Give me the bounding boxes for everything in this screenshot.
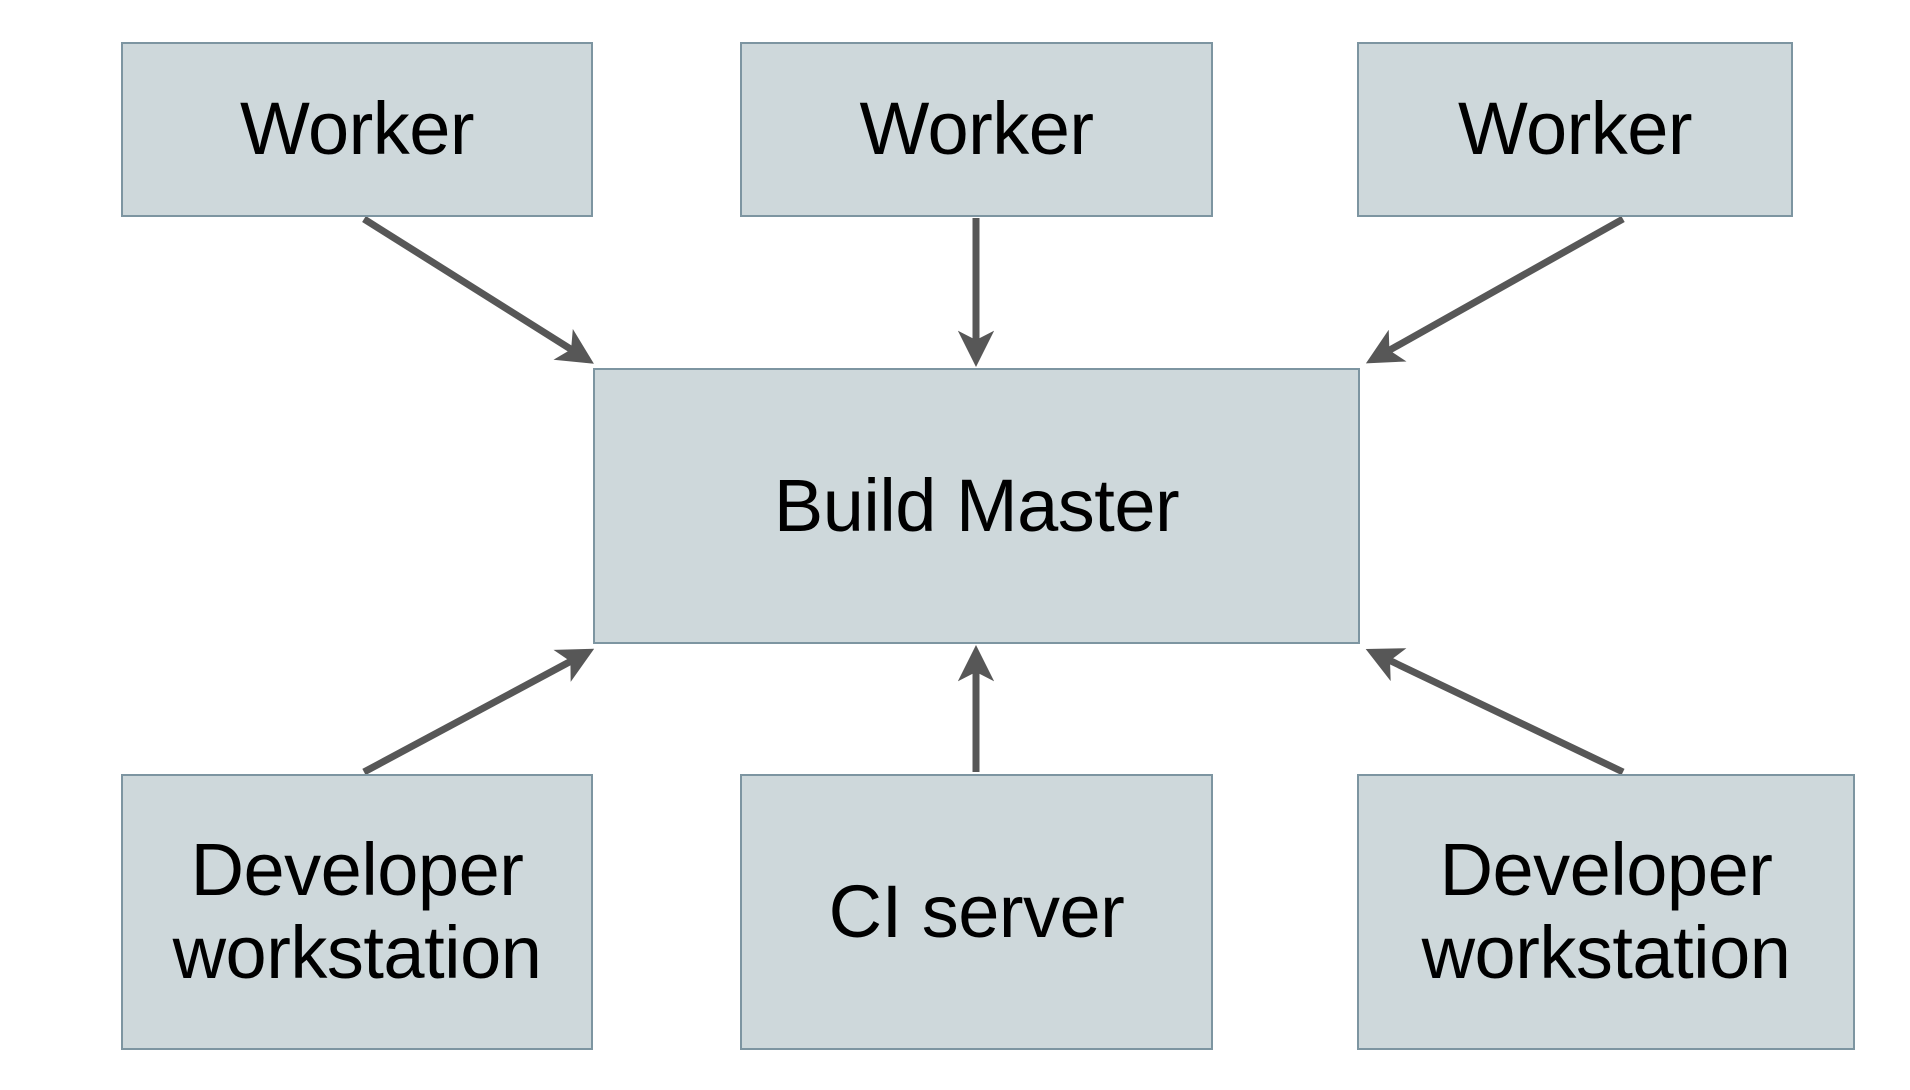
edge-worker-1-to-master: [362, 216, 594, 364]
node-build-master[interactable]: Build Master: [593, 368, 1360, 644]
edge-dev-ws-left-to-master: [362, 648, 595, 776]
node-build-master-label: Build Master: [773, 463, 1180, 547]
node-developer-workstation-right-label: Developer workstation: [1421, 828, 1791, 994]
node-ci-server-label: CI server: [828, 869, 1125, 953]
node-ci-server[interactable]: CI server: [740, 774, 1213, 1050]
node-developer-workstation-left[interactable]: Developer workstation: [121, 774, 593, 1050]
node-worker-1-label: Worker: [239, 87, 475, 171]
node-worker-1[interactable]: Worker: [121, 42, 593, 217]
edge-dev-ws-right-to-master: [1365, 648, 1625, 776]
node-developer-workstation-left-label: Developer workstation: [172, 828, 542, 994]
node-worker-2[interactable]: Worker: [740, 42, 1213, 217]
node-worker-3-label: Worker: [1457, 87, 1693, 171]
node-worker-3[interactable]: Worker: [1357, 42, 1793, 217]
node-developer-workstation-right[interactable]: Developer workstation: [1357, 774, 1855, 1050]
edge-worker-3-to-master: [1365, 215, 1625, 364]
node-worker-2-label: Worker: [859, 87, 1094, 171]
